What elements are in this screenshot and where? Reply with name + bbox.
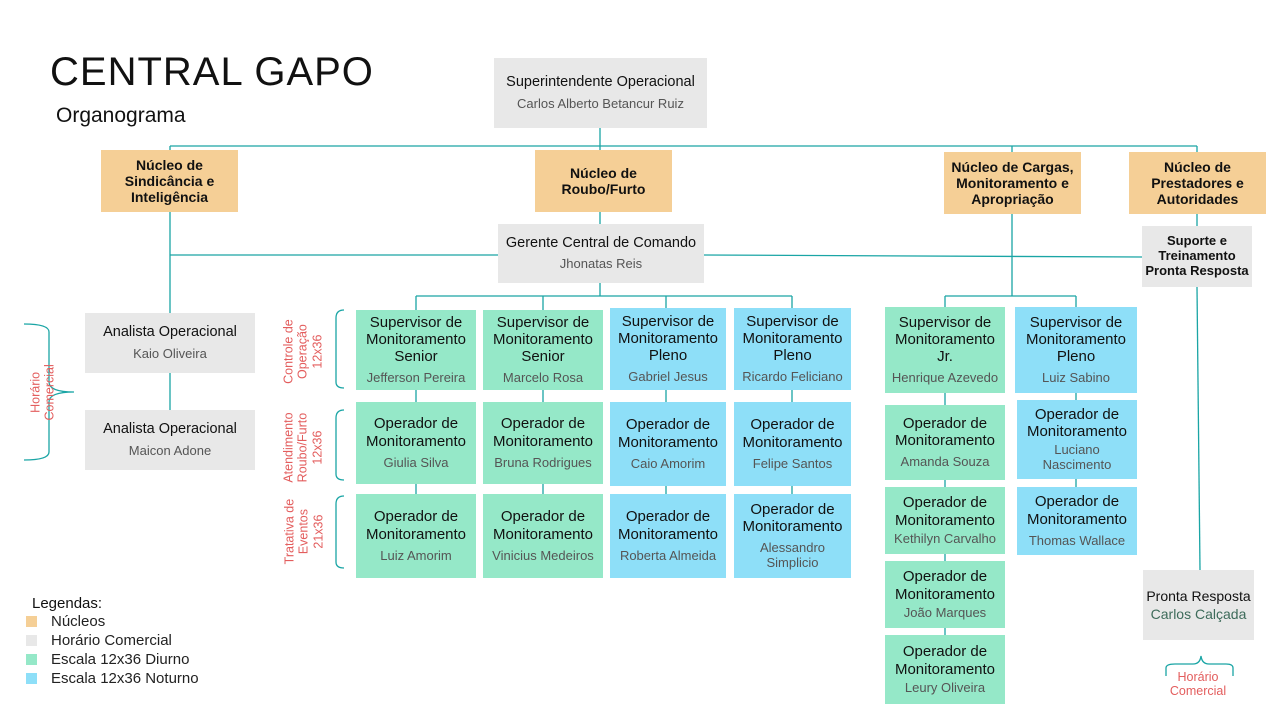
operador-box[interactable]: Operador de Monitoramento Leury Oliveira: [885, 635, 1005, 704]
box-role: Operador de Monitoramento: [894, 494, 996, 529]
gerente-box[interactable]: Gerente Central de Comando Jhonatas Reis: [498, 224, 704, 283]
operador-box[interactable]: Operador de Monitoramento João Marques: [885, 561, 1005, 628]
box-role: Operador de Monitoramento: [742, 416, 843, 451]
legend-title: Legendas:: [32, 595, 103, 612]
box-name: João Marques: [903, 604, 987, 620]
analista-box[interactable]: Analista Operacional Maicon Adone: [85, 410, 255, 470]
box-name: Jhonatas Reis: [559, 256, 643, 272]
analista-box[interactable]: Analista Operacional Kaio Oliveira: [85, 313, 255, 373]
page-title: CENTRAL GAPO: [50, 50, 374, 94]
supervisor-box[interactable]: Supervisor de Monitoramento Senior Marce…: [483, 310, 603, 390]
box-role: Operador de Monitoramento: [492, 415, 594, 450]
box-name: Vinicius Medeiros: [492, 547, 594, 563]
box-name: Ricardo Feliciano: [742, 369, 843, 385]
box-role: Operador de Monitoramento: [617, 416, 719, 451]
tratativa-label: Tratativa de Eventos 21x36: [282, 499, 326, 565]
supervisor-box[interactable]: Supervisor de Monitoramento Pleno Luiz S…: [1015, 307, 1137, 393]
box-role: Supervisor de Monitoramento Senior: [365, 313, 467, 366]
nucleo-prestadores[interactable]: Núcleo de Prestadores e Autoridades: [1129, 152, 1266, 214]
box-role: Analista Operacional: [103, 421, 237, 438]
box-name: Henrique Azevedo: [891, 370, 999, 386]
superintendente-box[interactable]: Superintendente Operacional Carlos Alber…: [494, 58, 707, 128]
operador-box[interactable]: Operador de Monitoramento Caio Amorim: [610, 402, 726, 486]
box-role: Supervisor de Monitoramento Senior: [492, 313, 594, 366]
box-name: Luiz Amorim: [380, 547, 452, 563]
box-role: Pronta Resposta: [1146, 588, 1251, 605]
box-name: Amanda Souza: [900, 454, 990, 470]
box-name: Carlos Alberto Betancur Ruiz: [517, 95, 684, 111]
operador-box[interactable]: Operador de Monitoramento Giulia Silva: [356, 402, 476, 484]
box-name: Giulia Silva: [383, 454, 449, 470]
box-name: Maicon Adone: [128, 442, 212, 458]
box-role: Operador de Monitoramento: [365, 415, 467, 450]
box-name: Marcelo Rosa: [502, 370, 584, 386]
operador-box[interactable]: Operador de Monitoramento Bruna Rodrigue…: [483, 402, 603, 484]
supervisor-box[interactable]: Supervisor de Monitoramento Jr. Henrique…: [885, 307, 1005, 393]
box-role: Operador de Monitoramento: [894, 414, 996, 450]
box-name: Luiz Sabino: [1042, 370, 1110, 386]
box-role: Supervisor de Monitoramento Pleno: [617, 312, 719, 365]
box-role: Supervisor de Monitoramento Pleno: [1025, 313, 1127, 366]
supervisor-box[interactable]: Supervisor de Monitoramento Pleno Gabrie…: [610, 308, 726, 390]
horario-comercial-bottom-label: Horário Comercial: [1169, 670, 1227, 699]
legend-item: Escala 12x36 Noturno: [26, 669, 199, 688]
box-name: Alessandro Simplicio: [759, 540, 826, 571]
box-role: Supervisor de Monitoramento Jr.: [894, 313, 996, 366]
box-role: Analista Operacional: [103, 324, 237, 341]
box-name: Bruna Rodrigues: [494, 454, 592, 470]
nucleo-sindicancia[interactable]: Núcleo de Sindicância e Inteligência: [101, 150, 238, 212]
legend-swatch: [26, 673, 37, 684]
box-role: Operador de Monitoramento: [617, 508, 719, 543]
box-role: Operador de Monitoramento: [894, 568, 996, 603]
box-name: Leury Oliveira: [904, 679, 986, 695]
legend-item: Núcleos: [26, 612, 199, 631]
legend-item: Escala 12x36 Diurno: [26, 650, 199, 669]
box-name: Gabriel Jesus: [628, 369, 708, 385]
box-role: Superintendente Operacional: [506, 74, 695, 91]
nucleo-roubo-furto[interactable]: Núcleo de Roubo/Furto: [535, 150, 672, 212]
box-name: Felipe Santos: [752, 455, 833, 471]
suporte-box[interactable]: Suporte e Treinamento Pronta Resposta: [1142, 226, 1252, 287]
box-role: Operador de Monitoramento: [365, 508, 467, 543]
box-name: Caio Amorim: [630, 455, 706, 471]
operador-box[interactable]: Operador de Monitoramento Amanda Souza: [885, 405, 1005, 480]
pronta-resposta-box[interactable]: Pronta Resposta Carlos Calçada: [1143, 570, 1254, 640]
box-role: Operador de Monitoramento: [1026, 493, 1128, 528]
operador-box[interactable]: Operador de Monitoramento Kethilyn Carva…: [885, 487, 1005, 554]
legend-item: Horário Comercial: [26, 631, 199, 650]
operador-box[interactable]: Operador de Monitoramento Alessandro Sim…: [734, 494, 851, 578]
box-name: Thomas Wallace: [1028, 532, 1126, 548]
box-name: Roberta Almeida: [619, 547, 717, 563]
box-role: Operador de Monitoramento: [894, 643, 996, 678]
supervisor-box[interactable]: Supervisor de Monitoramento Senior Jeffe…: [356, 310, 476, 390]
box-role: Operador de Monitoramento: [1026, 405, 1128, 441]
box-name: Carlos Calçada: [1150, 605, 1247, 622]
legend-swatch: [26, 635, 37, 646]
operador-box[interactable]: Operador de Monitoramento Thomas Wallace: [1017, 487, 1137, 555]
atendimento-label: Atendimento Roubo/Furto 12x36: [281, 412, 325, 484]
box-name: Kethilyn Carvalho: [894, 530, 996, 546]
operador-box[interactable]: Operador de Monitoramento Luiz Amorim: [356, 494, 476, 578]
supervisor-box[interactable]: Supervisor de Monitoramento Pleno Ricard…: [734, 308, 851, 390]
box-role: Operador de Monitoramento: [492, 508, 594, 543]
controle-operacao-label: Controle de Operação 12x36: [281, 319, 325, 385]
box-name: Kaio Oliveira: [133, 345, 207, 361]
box-name: Jefferson Pereira: [366, 370, 466, 386]
horario-comercial-label: Horário Comercial: [28, 363, 57, 421]
box-role: Gerente Central de Comando: [505, 234, 697, 251]
nucleo-cargas[interactable]: Núcleo de Cargas, Monitoramento e Apropr…: [944, 152, 1081, 214]
box-role: Suporte e Treinamento Pronta Resposta: [1145, 233, 1249, 278]
legend-swatch: [26, 654, 37, 665]
box-role: Supervisor de Monitoramento Pleno: [742, 312, 843, 365]
operador-box[interactable]: Operador de Monitoramento Roberta Almeid…: [610, 494, 726, 578]
page-subtitle: Organograma: [56, 104, 186, 127]
operador-box[interactable]: Operador de Monitoramento Felipe Santos: [734, 402, 851, 486]
legend-swatch: [26, 616, 37, 627]
legend: Legendas: Núcleos Horário Comercial Esca…: [26, 595, 199, 688]
box-name: Luciano Nascimento: [1042, 442, 1112, 473]
operador-box[interactable]: Operador de Monitoramento Luciano Nascim…: [1017, 400, 1137, 479]
box-role: Operador de Monitoramento: [742, 500, 843, 536]
operador-box[interactable]: Operador de Monitoramento Vinicius Medei…: [483, 494, 603, 578]
